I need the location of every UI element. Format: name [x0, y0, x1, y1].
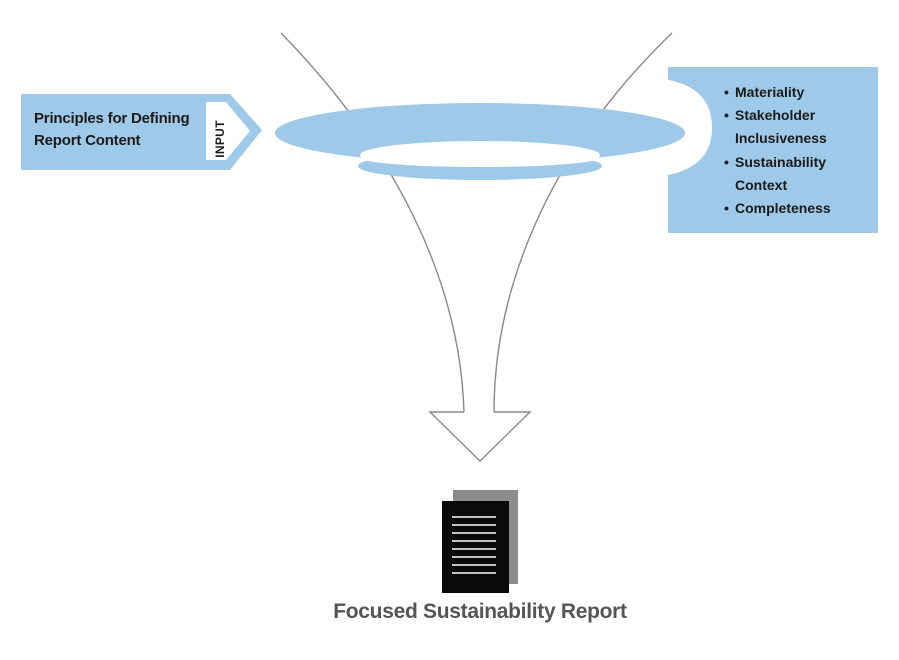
principle-item-completeness: Completeness: [724, 197, 874, 220]
principles-list: Materiality Stakeholder Inclusiveness Su…: [724, 81, 874, 220]
principle-item-sustainability-context: Sustainability Context: [724, 151, 874, 197]
funnel-arrowhead: [428, 411, 532, 462]
input-panel: [21, 94, 262, 170]
principle-item-stakeholder-inclusiveness: Stakeholder Inclusiveness: [724, 104, 874, 150]
report-caption: Focused Sustainability Report: [333, 600, 627, 623]
funnel-ring-lower-hole: [362, 149, 598, 167]
input-panel-label: Principles for Defining Report Content: [34, 110, 190, 149]
principle-item-materiality: Materiality: [724, 81, 874, 104]
funnel-left-curve: [280, 32, 465, 413]
document-front-sheet: [442, 501, 509, 593]
input-tab-container: INPUT: [206, 117, 234, 161]
report-document-icon: [442, 490, 518, 593]
input-tab: [206, 102, 250, 160]
funnel-right-curve: [493, 32, 673, 413]
input-tab-label: INPUT: [213, 120, 227, 158]
document-text-lines: [452, 516, 496, 574]
